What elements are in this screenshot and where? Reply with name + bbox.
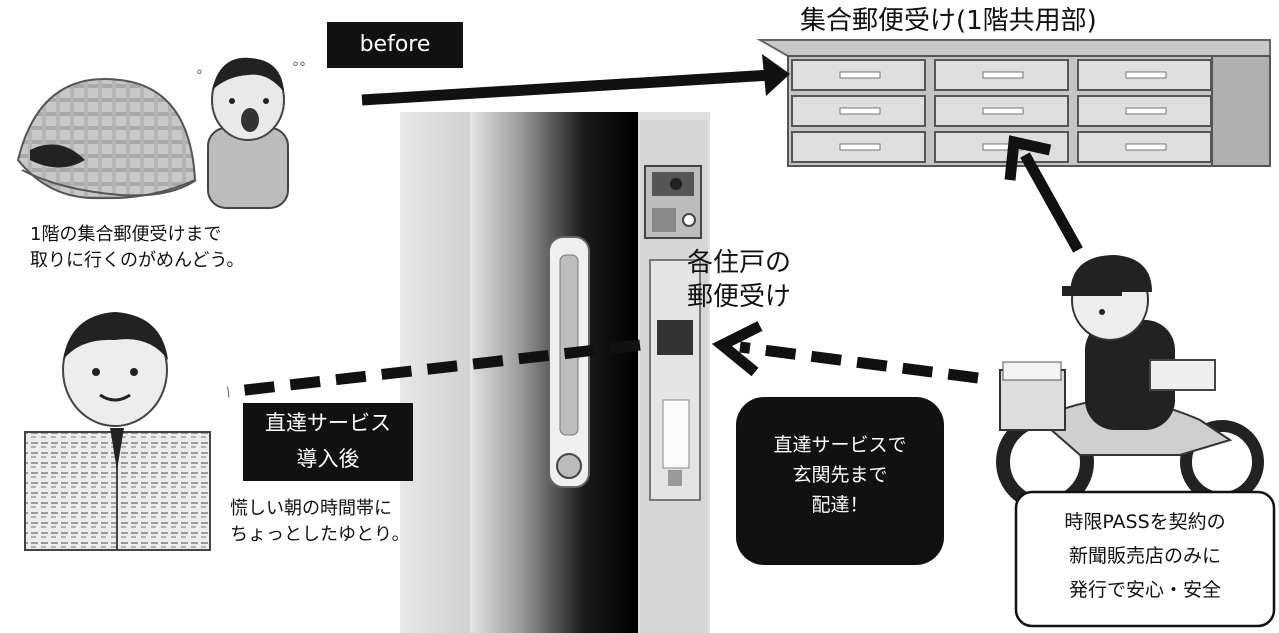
- after-caption: 慌しい朝の時間帯に ちょっとしたゆとり。: [230, 496, 410, 548]
- dashed-line-door-to-reader: [227, 339, 641, 398]
- delivery-note-line-2: 玄関先まで: [792, 464, 888, 486]
- sleeping-person-illustration: [16, 78, 197, 200]
- before-caption-line-2: 取りに行くのがめんどう。: [30, 250, 245, 271]
- delivery-note-line-1: 直達サービスで: [773, 434, 907, 456]
- delivery-person-illustration: [996, 255, 1264, 511]
- after-label-line-2: 導入後: [296, 447, 360, 471]
- collective-mailbox-illustration: [756, 39, 1271, 167]
- newsagent-note-text: 時限PASSを契約の 新聞販売店のみに 発行で安心・安全: [1016, 505, 1274, 607]
- svg-text:°°: °°: [292, 60, 306, 76]
- before-caption: 1階の集合郵便受けまで 取りに行くのがめんどう。: [30, 222, 244, 274]
- unit-mailbox-label: 各住戸の 郵便受け: [687, 246, 791, 314]
- delivery-note-text: 直達サービスで 玄関先まで 配達！: [736, 430, 944, 520]
- newsagent-note-box: [1014, 490, 1276, 628]
- after-label-line-1: 直達サービス: [265, 411, 391, 435]
- before-caption-line-1: 1階の集合郵便受けまで: [30, 224, 222, 245]
- delivery-note-line-3: 配達！: [811, 494, 869, 516]
- newsagent-note-line-1: 時限PASSを契約の: [1064, 511, 1226, 533]
- unit-mailbox-label-line-1: 各住戸の: [687, 248, 792, 278]
- newsagent-note-line-3: 発行で安心・安全: [1068, 579, 1221, 601]
- arrow-from-delivery-to-mailbox: [1004, 135, 1083, 253]
- arrow-to-collective-mailbox: [361, 54, 790, 106]
- door-illustration: [400, 112, 710, 633]
- after-caption-line-1: 慌しい朝の時間帯に: [230, 498, 392, 519]
- svg-text:°: °: [196, 68, 203, 84]
- delivery-note-box: [736, 397, 944, 565]
- newspaper-reader-illustration: [24, 312, 211, 551]
- before-label: before: [327, 22, 463, 68]
- newsagent-note-line-2: 新聞販売店のみに: [1068, 545, 1221, 567]
- collective-mailbox-title: 集合郵便受け(1階共用部): [800, 6, 1097, 36]
- dashed-arrow-delivery-to-door: [711, 321, 979, 384]
- unit-mailbox-label-line-2: 郵便受け: [687, 282, 792, 312]
- yawning-person-illustration: ° °°: [196, 57, 306, 209]
- after-label: 直達サービス 導入後: [243, 403, 413, 481]
- after-caption-line-2: ちょっとしたゆとり。: [230, 524, 410, 545]
